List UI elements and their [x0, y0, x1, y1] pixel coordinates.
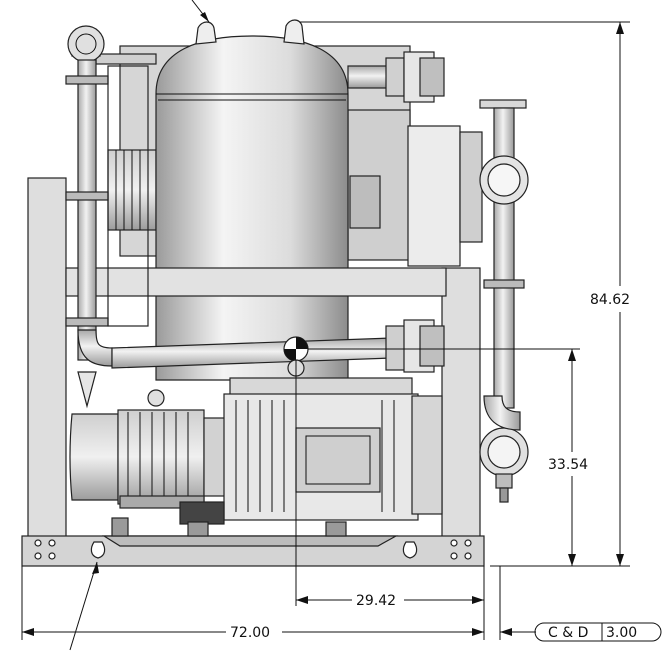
skid-hole	[464, 552, 472, 560]
receiver-tank	[155, 19, 349, 381]
control-panel	[407, 125, 461, 267]
clearance-callout-box	[534, 622, 662, 642]
cross-pipe	[111, 319, 445, 373]
forklift-slot-right	[402, 541, 418, 559]
right-discharge-pipe	[479, 99, 529, 503]
junction-box-upper	[349, 175, 381, 229]
top-back-rail	[95, 53, 157, 65]
upper-motor	[107, 149, 157, 231]
vacuum-pump-skid	[21, 19, 529, 567]
upper-right-pipe	[347, 51, 445, 103]
forklift-slot-left	[90, 541, 106, 559]
clearance-value-label: 3.00	[606, 625, 637, 641]
skid-hole	[34, 552, 42, 560]
center-height-label: 33.54	[548, 457, 588, 473]
overall-width-label: 72.00	[230, 625, 270, 641]
left-inlet-pipe	[65, 25, 149, 409]
skid-hole	[450, 552, 458, 560]
skid-hole	[450, 539, 458, 547]
base-skid	[21, 517, 485, 567]
left-frame-post	[27, 177, 67, 541]
skid-hole	[48, 539, 56, 547]
left-lifting-lug	[195, 21, 217, 45]
clearance-type-label: C & D	[548, 625, 588, 641]
drive-motor	[69, 389, 231, 509]
control-panel-side	[459, 131, 483, 243]
skid-hole	[34, 539, 42, 547]
skid-hole	[48, 552, 56, 560]
vacuum-pump	[179, 359, 443, 525]
dimension-lines	[21, 0, 662, 651]
pump-junction-box	[295, 427, 381, 493]
center-of-gravity-symbol	[283, 336, 309, 362]
dimension-labels: 84.62 33.54 29.42 72.00 C & D 3.00	[230, 292, 637, 641]
skid-hole	[464, 539, 472, 547]
right-lifting-lug	[283, 19, 305, 45]
center-offset-label: 29.42	[356, 593, 396, 609]
overall-height-label: 84.62	[590, 292, 630, 308]
right-frame-post	[441, 267, 481, 541]
upper-cross-rail	[65, 267, 447, 297]
